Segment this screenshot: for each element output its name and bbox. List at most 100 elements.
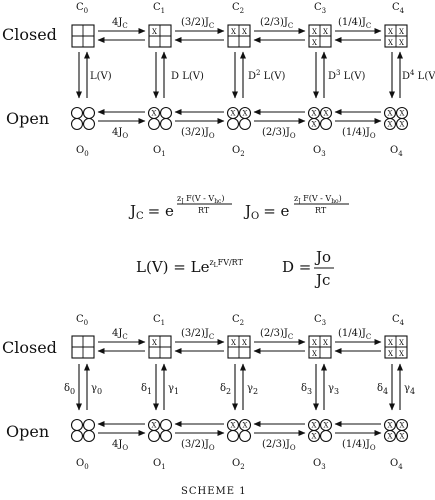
x-mark: X — [324, 110, 329, 118]
top-open-state-4: O4 — [390, 145, 403, 158]
top-closed-state-2: C2 — [232, 2, 244, 15]
x-mark: X — [388, 121, 393, 129]
bottom-open-cluster-4: X X X X — [383, 418, 409, 443]
rate-symbol: δ — [377, 383, 383, 394]
rate-coef: (3/2) — [181, 127, 205, 138]
rate-pre: D — [402, 71, 410, 82]
top-closed-box-3: X X X — [308, 24, 332, 48]
top-closed-rate-1: (3/2)JC — [181, 17, 214, 30]
state-letter: O — [153, 458, 161, 469]
state-letter: C — [76, 2, 84, 13]
exp-z: z — [177, 194, 181, 203]
bottom-closed-state-4: C4 — [392, 314, 405, 327]
exp-z-sub: J — [297, 198, 301, 205]
state-index: 3 — [322, 7, 326, 15]
x-mark: X — [388, 350, 393, 358]
top-open-rate-3: (1/4)JO — [342, 127, 376, 140]
rate-post: L(V) — [261, 71, 286, 82]
top-open-cluster-1: X — [147, 106, 173, 131]
bottom-open-cluster-1: X — [147, 418, 173, 443]
rate-base: J — [117, 17, 122, 28]
state-index: 1 — [161, 7, 165, 15]
top-closed-transition-1-2 — [174, 28, 225, 43]
rate-symbol: δ — [301, 383, 307, 394]
rate-sub: C — [288, 333, 293, 341]
exp-vh-sub: ho — [331, 198, 339, 205]
top-closed-state-0: C0 — [76, 2, 88, 15]
equation-d: D = Jo Jc — [282, 248, 334, 289]
state-letter: C — [232, 314, 240, 325]
top-open-rate-0: 4JO — [112, 127, 128, 140]
top-open-cluster-2: X X — [226, 106, 252, 131]
x-mark: X — [399, 28, 404, 36]
state-letter: O — [232, 458, 240, 469]
x-mark: X — [231, 422, 236, 430]
rate-index: 2 — [226, 387, 231, 396]
x-mark: X — [312, 39, 317, 47]
x-mark: X — [242, 28, 247, 36]
rate-coef: (1/4) — [342, 439, 366, 450]
x-mark: X — [243, 110, 248, 118]
rate-sub: O — [290, 132, 296, 140]
scheme-caption: SCHEME 1 — [181, 486, 247, 497]
top-closed-state-3: C3 — [314, 2, 326, 15]
top-closed-box-0 — [71, 24, 95, 48]
exp-rest: F(V - V — [301, 194, 332, 203]
state-letter: O — [76, 145, 84, 156]
x-mark: X — [388, 28, 393, 36]
top-closed-rate-3: (1/4)JC — [338, 17, 371, 30]
jc-exponent-numerator: zJ F(V - Vhc) — [177, 194, 225, 205]
jc-lhs: JC= e — [128, 202, 174, 222]
exp-end: ) — [221, 194, 224, 203]
rate-coef: (2/3) — [262, 127, 286, 138]
bottom-open-state-2: O2 — [232, 458, 245, 471]
bottom-open-rate-2: (2/3)JO — [262, 439, 296, 452]
bottom-open-transition-1-2 — [174, 421, 225, 436]
rate-post: L(V) — [341, 71, 366, 82]
x-mark: X — [399, 39, 404, 47]
top-open-state-1: O1 — [153, 145, 166, 158]
bottom-open-transition-0-1 — [97, 421, 146, 436]
rate-sup: 4 — [410, 69, 415, 77]
rate-coef: (3/2) — [181, 328, 205, 339]
state-index: 2 — [240, 319, 244, 327]
bottom-vertical-transition-3 — [313, 363, 327, 411]
state-index: 4 — [400, 7, 405, 15]
bottom-closed-transition-3-4 — [334, 339, 382, 354]
lv-lhs: L(V) = Le — [136, 258, 210, 276]
rate-coef: (2/3) — [260, 328, 284, 339]
eq-lhs-sub: C — [136, 211, 144, 222]
rate-symbol: δ — [220, 383, 226, 394]
top-open-cluster-4: X X X X — [383, 106, 409, 131]
rate-symbol: γ — [168, 383, 174, 394]
rate-index: 1 — [174, 387, 179, 396]
state-index: 4 — [398, 463, 403, 471]
bottom-closed-box-1: X — [148, 335, 172, 359]
rate-coef: (3/2) — [181, 17, 205, 28]
rate-sub: C — [122, 22, 127, 30]
top-closed-transition-2-3 — [253, 28, 306, 43]
bottom-open-rate-1: (3/2)JO — [181, 439, 215, 452]
bottom-closed-state-3: C3 — [314, 314, 326, 327]
state-index: 3 — [321, 150, 325, 158]
rate-base: J — [117, 127, 122, 138]
rate-base: J — [365, 127, 370, 138]
top-closed-rate-0: 4JC — [112, 17, 128, 30]
gamma-rate-1: γ1 — [168, 383, 179, 396]
bottom-open-rate-3: (1/4)JO — [342, 439, 376, 452]
top-closed-box-1: X — [148, 24, 172, 48]
rate-base: J — [117, 328, 122, 339]
rate-sub: O — [209, 132, 215, 140]
rate-coef: (1/4) — [338, 17, 362, 28]
rate-index: 0 — [70, 387, 75, 396]
top-vertical-transition-4 — [389, 51, 403, 99]
state-index: 4 — [398, 150, 403, 158]
eq-lhs: J — [128, 202, 136, 220]
x-mark: X — [312, 121, 317, 129]
state-index: 0 — [84, 319, 88, 327]
rate-symbol: γ — [404, 383, 410, 394]
state-index: 0 — [84, 150, 88, 158]
rate-post: L(V) — [90, 71, 112, 82]
top-closed-row-label: Closed — [2, 25, 57, 44]
top-vertical-transition-2 — [232, 51, 246, 99]
